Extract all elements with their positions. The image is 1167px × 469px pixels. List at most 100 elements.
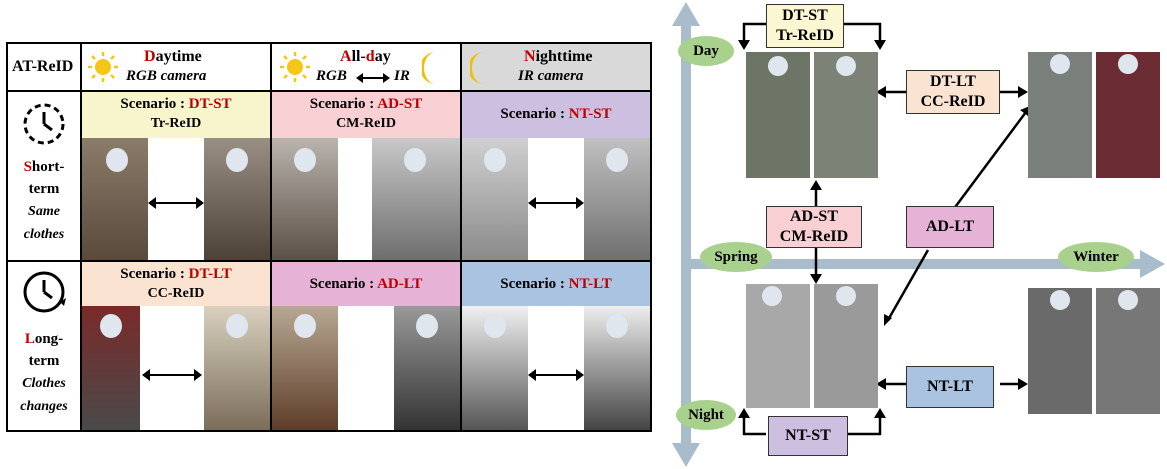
axes: [672, 2, 1165, 467]
person-photo-ir: [462, 306, 528, 430]
clock-icon: [23, 271, 66, 313]
scenario-cell-ntlt: Scenario : NT-LT: [462, 262, 650, 430]
scenario-sub: CC-ReID: [147, 286, 205, 301]
person-photo: [272, 138, 338, 260]
oval-spring: Spring: [700, 242, 772, 272]
long-term: term: [28, 353, 60, 369]
header-allday: All-day RGB IR: [272, 44, 460, 90]
allday-sub-rgb: RGB: [316, 68, 347, 84]
scenario-prefix: Scenario :: [309, 96, 378, 112]
scenario-diagram: [672, 2, 1165, 467]
scenario-header-bg: [462, 92, 650, 138]
scenario-name: AD-ST: [377, 96, 423, 112]
long-rest: ong-: [34, 331, 64, 347]
nighttime-initial: N: [524, 48, 536, 65]
sun-icon: [280, 52, 310, 82]
scenario-prefix: Scenario :: [500, 276, 569, 292]
photo-dtlt: [1028, 52, 1160, 178]
scenario-cell-dtst: Scenario : DT-ST Tr-ReID: [82, 92, 270, 260]
scenario-prefix: Scenario :: [120, 266, 189, 282]
person-photo: [82, 306, 140, 430]
short-desc2: clothes: [23, 227, 65, 242]
scenario-cell-ntst: Scenario : NT-ST: [462, 92, 650, 260]
person-photo-ir: [584, 138, 650, 260]
scenario-name: NT-ST: [568, 106, 612, 122]
short-desc1: Same: [28, 204, 60, 219]
box-adst: AD-ST CM-ReID: [766, 206, 862, 248]
long-desc1: Clothes: [22, 376, 66, 391]
box-ntlt: NT-LT: [906, 366, 994, 408]
person-photo: [204, 138, 270, 260]
box-dtst-l1: DT-ST: [782, 7, 828, 24]
short-term: term: [28, 181, 60, 197]
photo-dtst: [746, 52, 878, 178]
scenario-header-bg: [82, 262, 270, 306]
scenario-cell-adlt: Scenario : AD-LT: [272, 262, 460, 430]
box-dtlt-l1: DT-LT: [930, 73, 976, 90]
photo-ntlt: [1028, 288, 1160, 414]
match-arrow: [142, 369, 202, 381]
oval-night: Night: [676, 400, 736, 430]
arrowheads: [738, 40, 1030, 418]
box-adst-l2: CM-ReID: [779, 228, 849, 245]
row-shortterm-label: Short- term Same clothes: [8, 156, 80, 246]
scenario-cell-adst: Scenario : AD-ST CM-ReID: [272, 92, 460, 260]
scenario-header-bg: [272, 92, 460, 138]
scenario-header-bg: [82, 92, 270, 138]
nighttime-sub: IR camera: [518, 68, 584, 84]
moon-icon: [470, 52, 484, 84]
daytime-sub: RGB camera: [126, 68, 207, 84]
allday-a: A: [340, 48, 352, 65]
oval-day: Day: [678, 36, 734, 66]
box-ntst: NT-ST: [768, 416, 848, 456]
photo-ntst: [746, 284, 878, 408]
box-dtst: DT-ST Tr-ReID: [766, 4, 844, 48]
scenario-prefix: Scenario :: [309, 276, 378, 292]
allday-ay: ay: [374, 48, 391, 65]
match-arrow: [528, 197, 584, 209]
allday-d: d: [365, 48, 375, 65]
scenario-cell-dtlt: Scenario : DT-LT CC-ReID: [82, 262, 270, 430]
scenario-name: DT-LT: [188, 266, 232, 282]
box-dtst-l2: Tr-ReID: [776, 27, 834, 44]
daytime-initial: D: [144, 48, 156, 65]
person-photo: [82, 138, 148, 260]
box-dtlt-l2: CC-ReID: [920, 93, 986, 110]
scenario-header-bg: [272, 262, 460, 306]
person-photo: [204, 306, 270, 430]
row-longterm-label: Long- term Clothes changes: [8, 328, 80, 418]
person-photo-ir: [394, 306, 460, 430]
scenario-prefix: Scenario :: [120, 96, 189, 112]
header-nighttime: Nighttime IR camera: [462, 44, 650, 90]
scenario-name: NT-LT: [568, 276, 612, 292]
scenario-sub: Tr-ReID: [150, 116, 202, 131]
short-initial: S: [23, 159, 32, 175]
box-dtlt: DT-LT CC-ReID: [906, 70, 1000, 114]
long-initial: L: [24, 331, 35, 347]
connectors: [742, 22, 1028, 436]
scenario-name: DT-ST: [188, 96, 232, 112]
daytime-rest: aytime: [155, 48, 202, 65]
sun-icon: [88, 52, 118, 82]
clock-dashed-icon: [23, 103, 65, 145]
person-photo: [272, 306, 338, 430]
match-arrow: [528, 369, 584, 381]
person-photo-ir: [462, 138, 528, 260]
short-rest: hort-: [31, 159, 65, 175]
allday-ll: ll-: [351, 48, 366, 65]
long-desc2: changes: [20, 399, 68, 414]
scenario-header-bg: [462, 262, 650, 306]
scenario-sub: CM-ReID: [336, 116, 396, 131]
double-arrow-icon: [356, 73, 390, 83]
table-corner-label: AT-ReID: [12, 58, 74, 75]
nighttime-rest: ighttime: [535, 48, 593, 65]
box-adlt: AD-LT: [906, 206, 994, 248]
scenario-prefix: Scenario :: [500, 106, 569, 122]
match-arrow: [148, 197, 204, 209]
scenario-name: AD-LT: [377, 276, 423, 292]
person-photo-ir: [584, 306, 650, 430]
header-daytime: Daytime RGB camera: [82, 44, 270, 90]
person-photo-ir: [372, 138, 460, 260]
allday-sub-ir: IR: [394, 68, 410, 84]
box-adst-l1: AD-ST: [789, 208, 838, 225]
